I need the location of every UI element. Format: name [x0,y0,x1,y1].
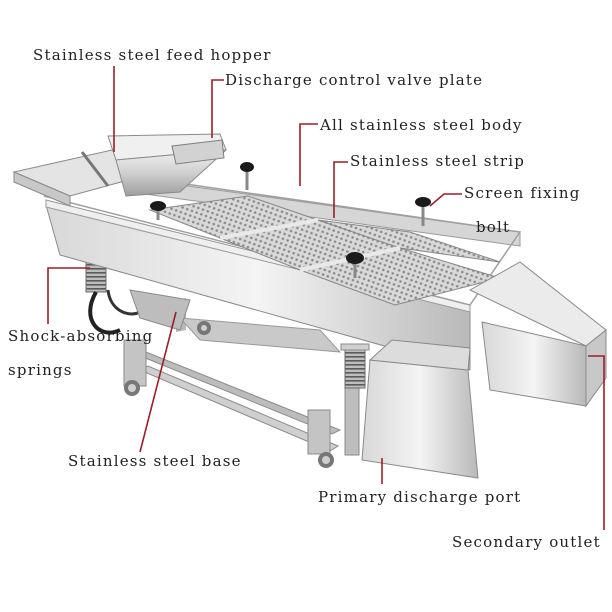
secondary-outlet [468,261,607,408]
label-valve-plate: Discharge control valve plate [225,71,484,89]
label-strip: Stainless steel strip [350,152,526,170]
discharge-control-valve-plate [171,139,225,165]
label-screen-bolt-line2: bolt [476,218,511,236]
label-secondary-outlet: Secondary outlet [452,533,601,551]
label-screen-bolt-line1: Screen fixing [464,184,581,202]
label-primary-port: Primary discharge port [318,488,522,506]
label-base: Stainless steel base [68,452,242,470]
primary-discharge-port [361,339,479,479]
label-springs-line2: springs [8,361,73,379]
label-feed-hopper: Stainless steel feed hopper [33,46,272,64]
screen-fixing-bolts [150,162,431,278]
label-springs-line1: Shock-absorbing [8,327,154,345]
label-body: All stainless steel body [320,116,523,134]
